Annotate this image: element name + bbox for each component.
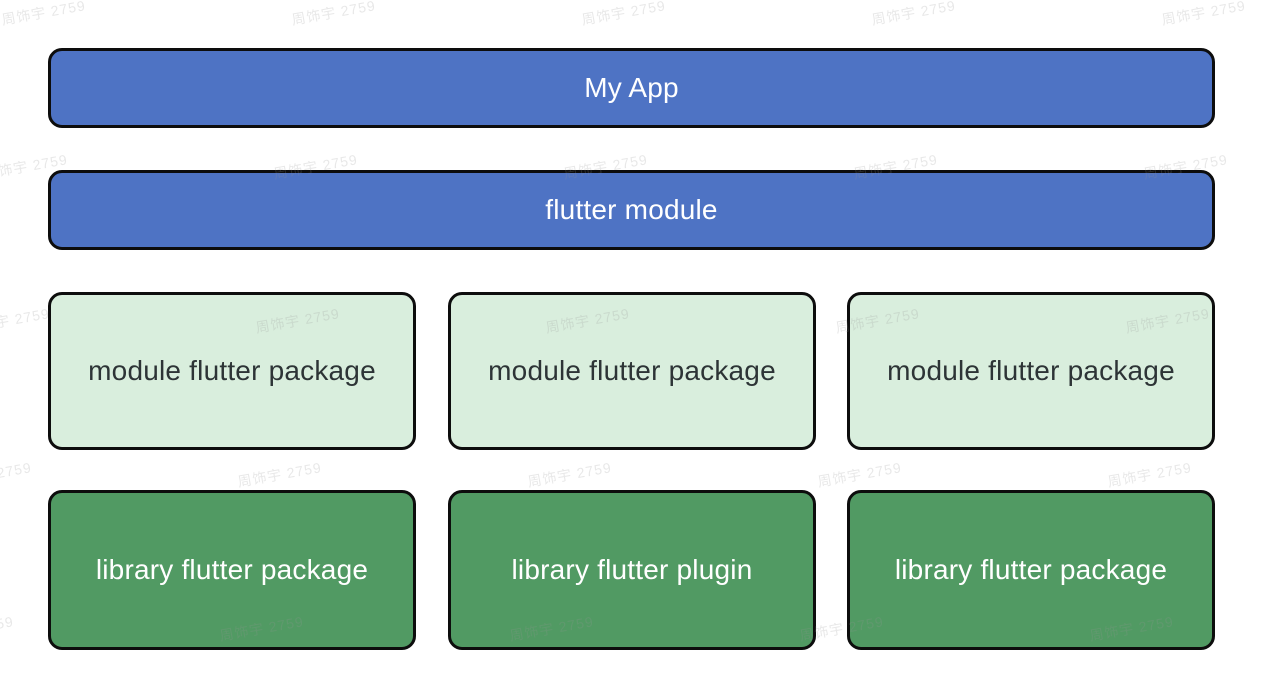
module-flutter-package-box-2: module flutter package [448,292,816,450]
library-flutter-package-box-3: library flutter package [847,490,1215,650]
watermark-text: 周饰宇 2759 [580,0,667,28]
watermark-text: 周饰宇 2759 [290,0,377,28]
module-flutter-package-box-3: module flutter package [847,292,1215,450]
watermark-text: 周饰宇 2759 [236,459,323,490]
module-flutter-package-label-1: module flutter package [88,355,376,386]
watermark-text: 周饰宇 2759 [1106,459,1193,490]
library-flutter-plugin-label: library flutter plugin [511,554,753,585]
watermark-text: 周饰宇 2759 [526,459,613,490]
flutter-module-box: flutter module [48,170,1215,250]
watermark-text: 周饰宇 2759 [0,613,15,644]
my-app-label: My App [584,72,679,103]
watermark-text: 周饰宇 2759 [0,0,87,28]
library-flutter-package-box-1: library flutter package [48,490,416,650]
module-flutter-package-label-3: module flutter package [887,355,1175,386]
module-flutter-package-label-2: module flutter package [488,355,776,386]
watermark-text: 周饰宇 2759 [1160,0,1247,28]
flutter-module-label: flutter module [545,194,718,225]
watermark-text: 周饰宇 2759 [0,305,51,336]
watermark-text: 周饰宇 2759 [816,459,903,490]
library-flutter-plugin-box: library flutter plugin [448,490,816,650]
watermark-text: 周饰宇 2759 [870,0,957,28]
my-app-box: My App [48,48,1215,128]
library-flutter-package-label-1: library flutter package [95,554,369,585]
watermark-text: 周饰宇 2759 [0,459,33,490]
library-flutter-package-label-3: library flutter package [894,554,1168,585]
module-flutter-package-box-1: module flutter package [48,292,416,450]
